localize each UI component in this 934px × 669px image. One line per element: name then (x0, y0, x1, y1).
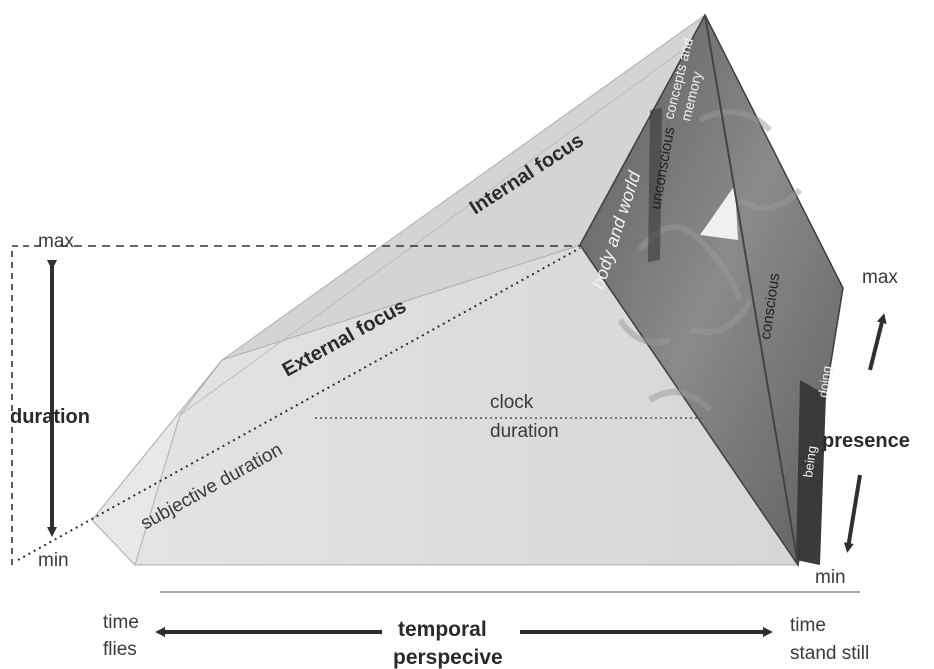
presence-label: presence (822, 430, 910, 452)
prism-ridge-line (179, 44, 691, 416)
time-stand-still-label-1: time (790, 615, 826, 636)
face-dark-band-bottom (796, 380, 826, 565)
subjective-duration-line (17, 247, 581, 561)
prism-left-end (91, 359, 223, 566)
face-white-arrow (700, 185, 738, 240)
doing-label: doing (815, 365, 834, 399)
face-border-line (704, 14, 799, 566)
temporal-perspective-label-2: perspecive (393, 646, 503, 669)
image-face-texture (617, 109, 803, 413)
being-label: being (800, 445, 819, 479)
duration-min-label: min (38, 550, 69, 571)
duration-max-label: max (38, 231, 74, 252)
face-dark-band-left (648, 108, 662, 262)
time-flies-label-2: flies (103, 639, 137, 660)
presence-arrow-up (868, 313, 887, 371)
time-flies-label-1: time (103, 612, 139, 633)
image-face (579, 13, 844, 567)
time-stand-still-label-2: stand still (790, 643, 869, 664)
duration-dashed-frame (11, 245, 40, 565)
clock-duration-label-2: duration (490, 421, 559, 442)
presence-min-label: min (815, 567, 846, 588)
presence-max-label: max (862, 267, 898, 288)
clock-duration-label-1: clock (490, 392, 534, 413)
presence-arrow-down (843, 474, 862, 553)
temporal-perspective-label-1: temporal (398, 618, 487, 641)
duration-label: duration (10, 406, 90, 428)
